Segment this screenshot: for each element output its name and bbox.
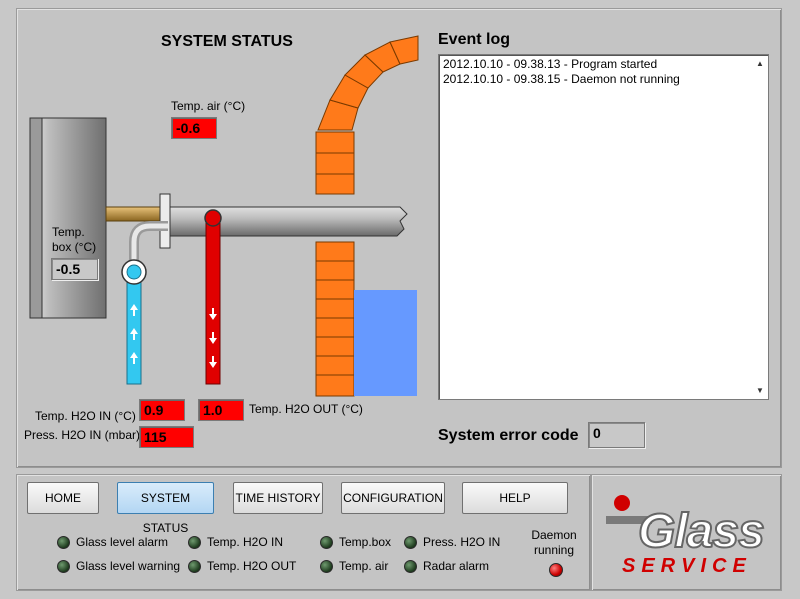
flow-down-arrows-icon: [209, 308, 217, 368]
log-entry: 2012.10.10 - 09.38.13 - Program started: [443, 57, 658, 71]
temp-h2o-out-alarm-label: Temp. H2O OUT: [207, 559, 297, 573]
temp-air-indicator: -0.6: [171, 117, 217, 139]
event-log-title: Event log: [438, 31, 511, 48]
temp-h2o-out-label: Temp. H2O OUT (°C): [249, 402, 363, 416]
temp-box-led-row: Temp.box: [320, 535, 391, 549]
press-h2o-in-alarm-label: Press. H2O IN: [423, 535, 501, 549]
led-icon: [320, 535, 333, 549]
logo-word-glass: Glass: [638, 505, 764, 558]
brass-rod: [105, 206, 163, 222]
radar-alarm-label: Radar alarm: [423, 559, 490, 573]
glass-level-warning-label: Glass level warning: [76, 559, 181, 573]
press-h2o-in-label: Press. H2O IN (mbar): [24, 428, 141, 442]
scroll-up-arrow-icon[interactable]: ▲: [756, 59, 764, 68]
glass-level-warning-led-row: Glass level warning: [57, 559, 180, 573]
furnace-wall: [315, 241, 355, 397]
event-log-list[interactable]: 2012.10.10 - 09.38.13 - Program started …: [438, 54, 769, 400]
flow-up-arrows-icon: [130, 304, 138, 364]
glass-service-logo: Glass SERVICE: [606, 495, 766, 577]
temp-box-alarm-label: Temp.box: [339, 535, 392, 549]
radar-alarm-led-row: Radar alarm: [404, 559, 489, 573]
led-icon: [404, 559, 417, 573]
water-out-tube: [204, 209, 222, 385]
probe-box: [29, 117, 107, 319]
log-entry: 2012.10.10 - 09.38.15 - Daemon not runni…: [443, 72, 680, 86]
led-icon: [57, 559, 70, 573]
daemon-label-line2: running: [533, 543, 575, 557]
system-error-label: System error code: [438, 427, 579, 444]
log-scrollbar[interactable]: ▲ ▼: [753, 56, 767, 398]
temp-air-led-row: Temp. air: [320, 559, 388, 573]
temp-box-label-line1: Temp.: [52, 225, 85, 239]
glass-melt: [354, 290, 417, 396]
led-icon: [188, 535, 201, 549]
temp-h2o-in-label: Temp. H2O IN (°C): [35, 409, 136, 423]
led-icon: [404, 535, 417, 549]
glass-level-alarm-led-row: Glass level alarm: [57, 535, 168, 549]
page-title: SYSTEM STATUS: [161, 33, 293, 50]
temp-h2o-in-led-row: Temp. H2O IN: [188, 535, 283, 549]
scroll-down-arrow-icon[interactable]: ▼: [756, 386, 764, 395]
press-h2o-in-led-row: Press. H2O IN: [404, 535, 500, 549]
temp-h2o-in-indicator: 0.9: [139, 399, 185, 421]
probe-pipe: [159, 193, 408, 249]
led-icon: [320, 559, 333, 573]
glass-level-alarm-label: Glass level alarm: [76, 535, 169, 549]
furnace-arch: [315, 35, 419, 195]
water-inlet-elbow: [129, 221, 168, 268]
temp-box-label-line2: box (°C): [52, 240, 97, 254]
help-button[interactable]: HELP: [462, 482, 568, 514]
system-schematic: [29, 35, 419, 397]
system-error-indicator: 0: [588, 422, 645, 448]
temp-box-indicator: -0.5: [51, 258, 98, 280]
daemon-running-led-icon: [549, 563, 563, 577]
system-status-button[interactable]: SYSTEM STATUS: [117, 482, 214, 535]
led-icon: [188, 559, 201, 573]
temp-h2o-in-alarm-label: Temp. H2O IN: [207, 535, 284, 549]
temp-h2o-out-led-row: Temp. H2O OUT: [188, 559, 296, 573]
time-history-button[interactable]: TIME HISTORY: [233, 482, 323, 514]
temp-h2o-out-indicator: 1.0: [198, 399, 244, 421]
home-button[interactable]: HOME: [27, 482, 99, 514]
logo-panel: [591, 474, 782, 591]
led-icon: [57, 535, 70, 549]
press-h2o-in-indicator: 115: [139, 426, 194, 448]
configuration-button[interactable]: CONFIGURATION: [341, 482, 445, 514]
temp-air-alarm-label: Temp. air: [339, 559, 389, 573]
water-in-tube: [121, 259, 147, 385]
daemon-label-line1: Daemon: [531, 528, 577, 542]
temp-air-label: Temp. air (°C): [171, 99, 246, 113]
logo-word-service: SERVICE: [622, 555, 752, 577]
